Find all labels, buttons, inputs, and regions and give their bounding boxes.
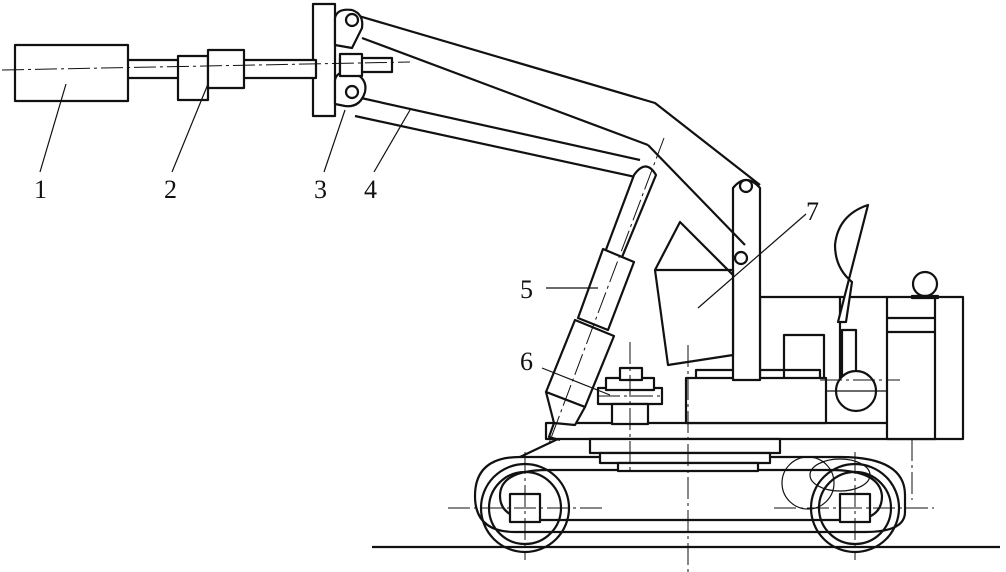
hydraulic-block — [653, 220, 735, 367]
label-6: 6 — [520, 347, 533, 376]
base-block — [684, 368, 828, 425]
leader-lines — [39, 83, 807, 396]
turntable-platform — [544, 421, 938, 473]
coupler — [176, 48, 246, 102]
label-7: 7 — [806, 197, 819, 226]
drill-head — [13, 43, 130, 103]
boom-head-plate — [311, 2, 394, 118]
label-1: 1 — [34, 175, 47, 204]
mast-post — [731, 178, 762, 382]
label-5: 5 — [520, 275, 533, 304]
label-4: 4 — [364, 175, 377, 204]
hydraulic-cylinder — [544, 165, 658, 442]
engine-housing — [885, 270, 965, 441]
center-lines — [1, 61, 934, 572]
boom-lower-arm — [351, 94, 746, 246]
label-3: 3 — [314, 175, 327, 204]
boom-upper-arm — [351, 12, 761, 186]
label-2: 2 — [164, 175, 177, 204]
